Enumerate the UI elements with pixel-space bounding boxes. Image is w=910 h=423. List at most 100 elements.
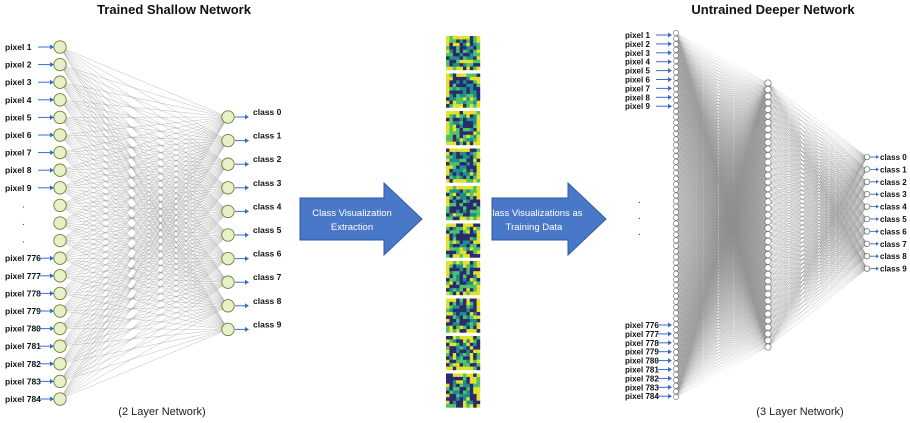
tile-pixel: [446, 186, 450, 190]
tile-pixel: [446, 73, 450, 78]
connection-edge: [675, 167, 769, 328]
tile-pixel: [449, 111, 453, 115]
connection-edge: [675, 172, 769, 268]
tile-pixel: [449, 274, 453, 279]
output-arrow-head: [876, 204, 879, 209]
connection-edge: [59, 140, 229, 224]
connection-edge: [675, 122, 769, 262]
input-node: [673, 203, 679, 210]
connection-edge: [675, 234, 769, 308]
tile-pixel: [446, 322, 450, 326]
connection-edge: [675, 94, 769, 275]
connection-edge: [675, 105, 769, 255]
tile-pixel: [476, 353, 481, 357]
tile-pixel: [446, 363, 450, 367]
tile-pixel: [473, 363, 477, 367]
connection-edge: [675, 100, 769, 103]
tile-pixel: [473, 359, 477, 364]
class-label: class 8: [880, 252, 907, 261]
tile-pixel: [446, 298, 450, 303]
connection-edge: [675, 251, 769, 268]
connection-edge: [675, 148, 769, 185]
tile-pixel: [476, 274, 481, 279]
tile-pixel: [466, 53, 470, 57]
tile-pixel: [446, 404, 450, 408]
tile-pixel: [463, 138, 467, 142]
connection-edge: [675, 178, 769, 321]
connection-edge: [675, 172, 769, 242]
connection-edge: [675, 32, 769, 308]
connection-edge: [675, 111, 769, 156]
connection-edge: [675, 133, 769, 176]
connection-edge: [675, 94, 769, 321]
input-node: [53, 198, 67, 213]
connection-edge: [675, 240, 769, 321]
tile-pixel: [452, 199, 457, 204]
connection-edge: [675, 66, 769, 176]
connection-edge: [675, 172, 769, 348]
connection-edge: [675, 111, 769, 163]
tile-pixel: [459, 104, 464, 108]
connection-edge: [675, 111, 769, 295]
class-label: class 4: [253, 201, 282, 211]
connection-edge: [675, 122, 769, 224]
tile-pixel: [452, 203, 457, 207]
connection-edge: [675, 116, 769, 235]
connection-edge: [675, 142, 769, 196]
connection-edge: [675, 156, 769, 183]
connection-edge: [675, 144, 769, 169]
connection-edge: [675, 122, 769, 241]
connection-edge: [675, 89, 769, 157]
connection-edge: [675, 83, 769, 255]
input-label: pixel 778: [625, 339, 659, 348]
connection-edge: [675, 128, 769, 341]
tile-pixel: [473, 240, 477, 245]
connection-edge: [675, 49, 769, 255]
tile-pixel: [446, 254, 450, 258]
input-label: pixel 780: [5, 324, 41, 334]
connection-edge: [675, 32, 769, 209]
tile-pixel: [463, 155, 467, 159]
connection-edge: [675, 115, 769, 263]
connection-edge: [675, 82, 769, 207]
tile-pixel: [476, 179, 481, 183]
tile-pixel: [463, 247, 467, 251]
connection-edge: [59, 64, 229, 141]
connection-edge: [675, 44, 769, 183]
connection-edge: [59, 281, 229, 347]
tile-pixel: [473, 46, 477, 50]
connection-edge: [675, 49, 769, 275]
connection-edge: [675, 161, 769, 222]
connection-edge: [675, 142, 769, 241]
connection-edge: [675, 38, 769, 288]
connection-edge: [675, 100, 769, 268]
connection-edge: [675, 44, 769, 196]
connection-edge: [59, 140, 229, 189]
connection-edge: [675, 175, 769, 241]
connection-edge: [675, 156, 769, 216]
tile-pixel: [456, 179, 460, 183]
tile-pixel: [466, 128, 470, 132]
tile-pixel: [449, 179, 453, 183]
input-node: [673, 382, 679, 389]
connection-edge: [675, 135, 769, 190]
connection-edge: [675, 44, 769, 97]
tile-pixel: [459, 404, 464, 408]
connection-edge: [675, 100, 769, 242]
connection-edge: [675, 184, 769, 202]
connection-edge: [675, 102, 769, 241]
connection-edge: [675, 116, 769, 123]
connection-edge: [675, 115, 769, 168]
connection-edge: [675, 178, 769, 216]
connection-edge: [675, 89, 769, 230]
connection-edge: [675, 88, 769, 262]
connection-edge: [675, 94, 769, 295]
connection-edge: [675, 150, 769, 163]
connection-edge: [675, 77, 769, 308]
tile-pixel: [473, 325, 477, 330]
connection-edge: [675, 184, 769, 341]
connection-edge: [675, 142, 769, 185]
connection-edge: [675, 172, 769, 229]
tile-pixel: [466, 172, 470, 176]
connection-edge: [675, 189, 769, 242]
